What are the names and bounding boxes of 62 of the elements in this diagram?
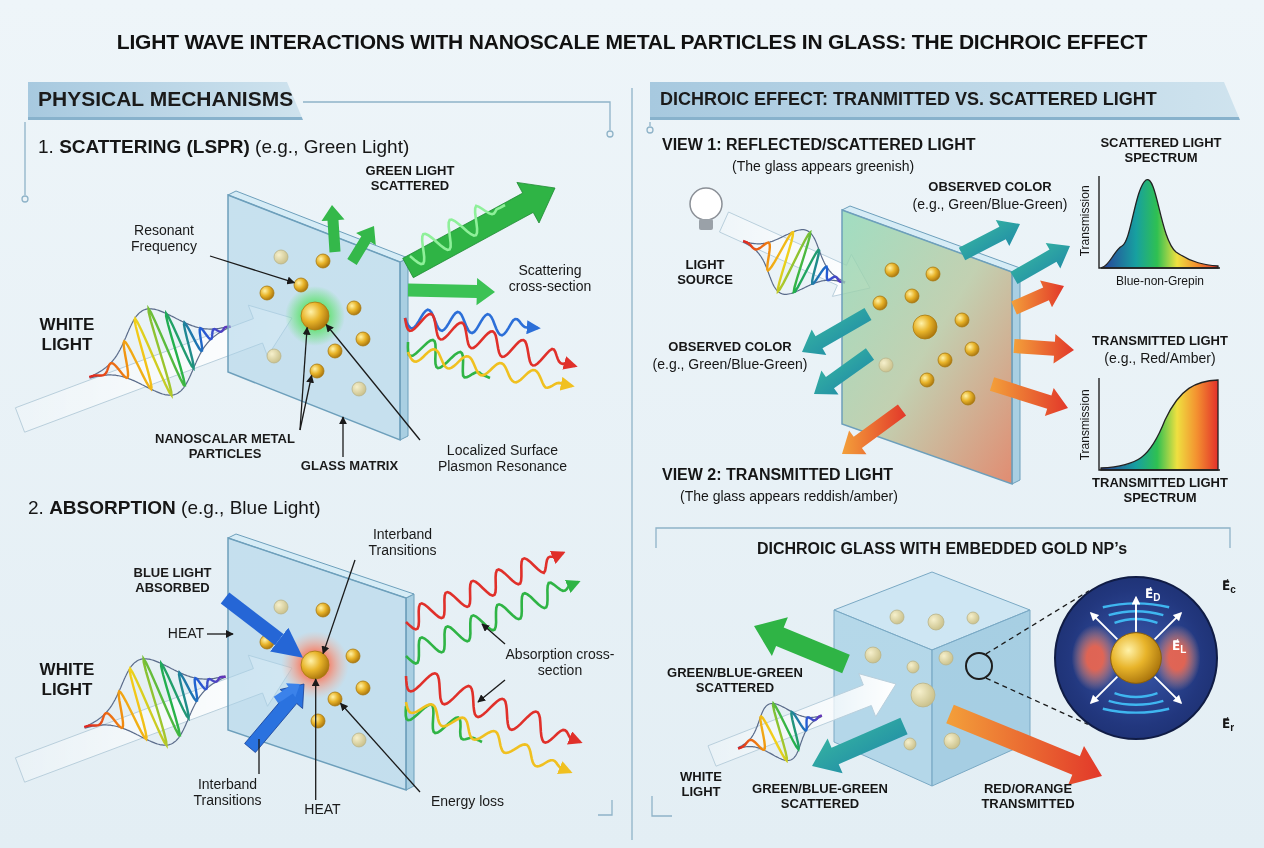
axis-label: Transmission	[1079, 388, 1093, 463]
vector-symbol: E⃗$_{D}$	[1145, 588, 1161, 604]
absorbed-light-arrow	[244, 683, 305, 753]
leader-line	[209, 255, 296, 285]
leader-line	[321, 559, 356, 655]
annotation-label: Interband Transitions	[180, 774, 275, 810]
leader-line	[299, 326, 311, 431]
caption-text: WHITE LIGHT	[679, 770, 723, 800]
section-banner: PHYSICAL MECHANISMS	[28, 82, 303, 120]
leader-line	[477, 679, 506, 703]
leader-line	[325, 323, 421, 441]
caption-text: Scattering cross-section	[507, 262, 593, 295]
annotation-label: Localized Surface Plasmon Resonance	[420, 440, 585, 476]
highlight-circle	[965, 652, 993, 680]
annotation-label: Energy loss	[420, 792, 515, 810]
caption-text: (The glass appears reddish/amber)	[680, 488, 899, 505]
caption-text: (e.g., Red/Amber)	[1103, 350, 1217, 367]
caption-text: GREEN LIGHT SCATTERED	[364, 164, 456, 194]
metal-particle	[300, 650, 330, 680]
vector-symbol: E⃗$_{L}$	[1172, 640, 1187, 656]
dashed-zoom-line	[985, 677, 1089, 725]
caption-text: TRANSMITTED LIGHT	[1091, 334, 1229, 349]
caption-text: GREEN/BLUE-GREEN SCATTERED	[751, 782, 889, 812]
caption-text: (e.g., Green/Blue-Green)	[651, 356, 809, 373]
section-heading: 1. SCATTERING (LSPR) (e.g., Green Light)	[38, 136, 411, 158]
view-heading: VIEW 2: TRANSMITTED LIGHT	[662, 466, 895, 485]
caption-text: TRANSMITTED LIGHT SPECTRUM	[1091, 476, 1229, 506]
caption-text: RED/ORANGE TRANSMITTED	[980, 782, 1076, 812]
leader-line	[339, 416, 347, 458]
annotation-label: BLUE LIGHT ABSORBED	[120, 564, 225, 598]
caption-text: OBSERVED COLOR	[927, 180, 1053, 195]
caption-text: OBSERVED COLOR	[667, 340, 793, 355]
metal-particle	[293, 277, 309, 293]
annotation-label: Interband Transitions	[355, 524, 450, 560]
leader-line	[299, 374, 314, 431]
metal-particle	[309, 363, 325, 379]
axis-label: Blue-non-Grepin	[1114, 275, 1206, 289]
caption-text: GREEN/BLUE-GREEN SCATTERED	[666, 666, 804, 696]
diagram-title: LIGHT WAVE INTERACTIONS WITH NANOSCALE METAL PARTICLES IN GLASS: THE DICHROIC EFFECT	[115, 30, 1149, 54]
annotation-label: Resonant Frequency	[118, 220, 210, 256]
annotation-label: Absorption cross-section	[505, 644, 615, 680]
annotation-label: HEAT	[300, 800, 345, 818]
caption-text: WHITE LIGHT	[38, 315, 96, 355]
section-heading: 2. ABSORPTION (e.g., Blue Light)	[28, 497, 322, 519]
caption-text: LIGHT SOURCE	[676, 258, 734, 288]
dashed-zoom-line	[985, 590, 1090, 655]
section-heading: DICHROIC GLASS WITH EMBEDDED GOLD NP’s	[755, 540, 1129, 559]
leader-line	[258, 738, 260, 775]
caption-text: (The glass appears greenish)	[732, 158, 916, 175]
vector-symbol: E⃗$_{r}$	[1222, 718, 1235, 734]
vector-symbol: E⃗$_{c}$	[1222, 580, 1236, 596]
caption-text: WHITE LIGHT	[38, 660, 96, 700]
annotation-label: HEAT	[165, 624, 207, 642]
leader-line	[481, 623, 506, 645]
leader-line	[311, 678, 320, 801]
section-banner: DICHROIC EFFECT: TRANMITTED VS. SCATTERED LIGHT	[650, 82, 1240, 120]
axis-label: Transmission	[1079, 184, 1093, 259]
leader-line	[206, 630, 234, 638]
view-heading: VIEW 1: REFLECTED/SCATTERED LIGHT	[662, 136, 977, 155]
metal-particle	[327, 691, 343, 707]
caption-text: SCATTERED LIGHT SPECTRUM	[1099, 136, 1223, 166]
metal-particle	[300, 301, 330, 331]
